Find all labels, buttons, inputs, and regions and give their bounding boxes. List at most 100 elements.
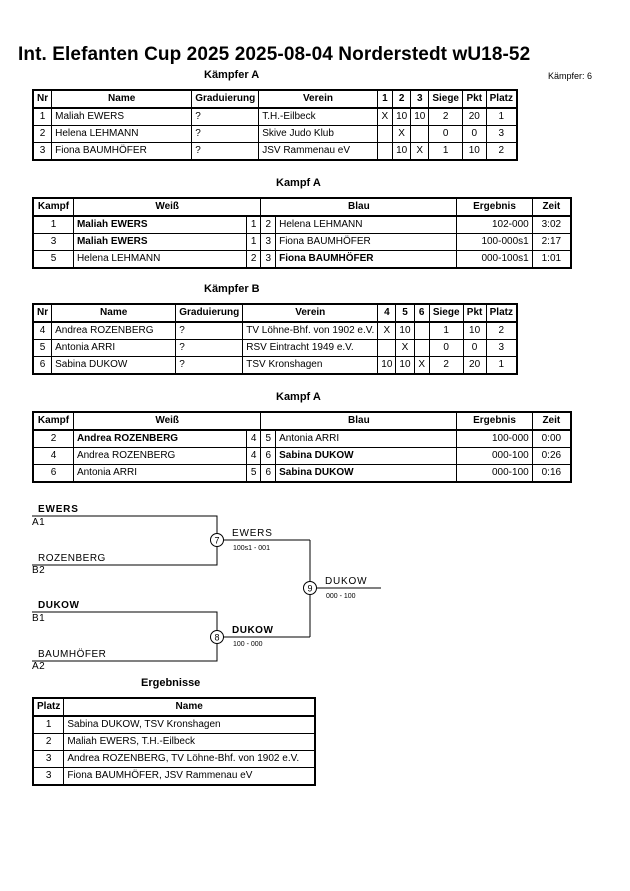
page-title: Int. Elefanten Cup 2025 2025-08-04 Norde… bbox=[18, 44, 531, 65]
fight-number-sf1: 7 bbox=[214, 536, 219, 546]
fighter-grade: ? bbox=[191, 125, 260, 143]
col-header: Ergebnis bbox=[456, 411, 533, 431]
result-place: 3 bbox=[32, 750, 65, 768]
fight-circle bbox=[210, 533, 224, 547]
pool-a-title: Kämpfer A bbox=[204, 69, 260, 81]
white-fighter: Maliah EWERS bbox=[72, 233, 247, 251]
sf2-bottom-name: BAUMHÖFER bbox=[38, 648, 106, 660]
fighters-count: Kämpfer: 6 bbox=[548, 71, 593, 81]
result-name: Maliah EWERS, T.H.-Eilbeck bbox=[63, 733, 316, 751]
col-header: 5 bbox=[395, 303, 415, 323]
fighter-club: Skive Judo Klub bbox=[258, 125, 378, 143]
fighter-name: Fiona BAUMHÖFER bbox=[51, 142, 193, 161]
final-score: 000 - 100 bbox=[326, 593, 356, 600]
wins-cell: 0 bbox=[428, 125, 463, 143]
sf1-top-seed: A1 bbox=[32, 517, 45, 528]
fights-b-title: Kampf A bbox=[276, 391, 321, 403]
fighter-club: RSV Eintracht 1949 e.V. bbox=[242, 339, 379, 357]
points-cell: 20 bbox=[462, 356, 487, 375]
col-header: Name bbox=[51, 89, 193, 109]
col-header: Pkt bbox=[462, 303, 487, 323]
fight-time: 1:01 bbox=[531, 250, 572, 269]
match-cell bbox=[376, 125, 394, 143]
place-cell: 3 bbox=[485, 125, 518, 143]
points-cell: 10 bbox=[462, 142, 487, 161]
col-header: Blau bbox=[260, 197, 458, 217]
col-header: Graduierung bbox=[175, 303, 244, 323]
col-header: Nr bbox=[32, 303, 53, 323]
pool-b-title: Kämpfer B bbox=[204, 283, 260, 295]
white-fighter: Helena LEHMANN bbox=[72, 250, 247, 269]
fight-circle bbox=[303, 581, 317, 595]
fight-result: 100-000s1 bbox=[456, 233, 533, 251]
pool-a-header: Nr Name Graduierung Verein 1 2 3 Siege P… bbox=[32, 89, 518, 109]
match-cell: X bbox=[392, 125, 412, 143]
pool-a-table: Nr Name Graduierung Verein 1 2 3 Siege P… bbox=[32, 89, 518, 161]
col-header: Weiß bbox=[72, 411, 262, 431]
results-title: Ergebnisse bbox=[141, 677, 201, 689]
col-header: Zeit bbox=[531, 197, 572, 217]
sf2-winner: DUKOW bbox=[232, 625, 273, 636]
col-header: 3 bbox=[410, 89, 430, 109]
sf1-score: 100s1 - 001 bbox=[233, 545, 270, 552]
sf1-top-name: EWERS bbox=[38, 504, 79, 515]
col-header: Zeit bbox=[531, 411, 572, 431]
fight-result: 000-100 bbox=[456, 447, 533, 465]
col-header: Ergebnis bbox=[456, 197, 533, 217]
fight-circle bbox=[210, 630, 224, 644]
white-fighter: Maliah EWERS bbox=[72, 215, 247, 234]
pool-b-table: Nr Name Graduierung Verein 4 5 6 Siege P… bbox=[32, 303, 518, 375]
result-place: 1 bbox=[32, 715, 65, 734]
sf1-winner: EWERS bbox=[232, 528, 273, 539]
match-cell bbox=[410, 125, 430, 143]
sf2-top-seed: B1 bbox=[32, 613, 45, 624]
col-header: Name bbox=[63, 697, 316, 717]
fight-number-final: 9 bbox=[307, 584, 312, 594]
match-cell: X bbox=[413, 356, 430, 375]
col-header: Platz bbox=[485, 89, 518, 109]
blue-fighter: Fiona BAUMHÖFER bbox=[275, 250, 458, 269]
white-fighter: Andrea ROZENBERG bbox=[72, 447, 247, 465]
fight-number: 5 bbox=[32, 250, 74, 269]
col-header: 6 bbox=[413, 303, 430, 323]
result-place: 3 bbox=[32, 767, 65, 786]
fight-time: 0:16 bbox=[531, 464, 572, 483]
match-cell: X bbox=[410, 142, 430, 161]
result-name: Sabina DUKOW, TSV Kronshagen bbox=[63, 715, 316, 734]
match-cell bbox=[376, 142, 394, 161]
fighter-name: Sabina DUKOW bbox=[51, 356, 177, 375]
fight-number: 3 bbox=[32, 233, 74, 251]
result-place: 2 bbox=[32, 733, 65, 751]
points-cell: 0 bbox=[462, 339, 487, 357]
fight-result: 000-100 bbox=[456, 464, 533, 483]
sf2-top-name: DUKOW bbox=[38, 600, 79, 611]
fighter-grade: ? bbox=[175, 339, 244, 357]
col-header: Weiß bbox=[72, 197, 262, 217]
fight-result: 000-100s1 bbox=[456, 250, 533, 269]
col-header: Kampf bbox=[32, 197, 74, 217]
col-header: Verein bbox=[258, 89, 378, 109]
col-header: 2 bbox=[392, 89, 412, 109]
col-header: Platz bbox=[32, 697, 65, 717]
fighter-name: Antonia ARRI bbox=[51, 339, 177, 357]
col-header: Siege bbox=[428, 89, 463, 109]
wins-cell: 1 bbox=[428, 142, 463, 161]
fight-number-sf2: 8 bbox=[214, 633, 219, 643]
col-header: 4 bbox=[377, 303, 397, 323]
final-winner: DUKOW bbox=[325, 576, 367, 587]
